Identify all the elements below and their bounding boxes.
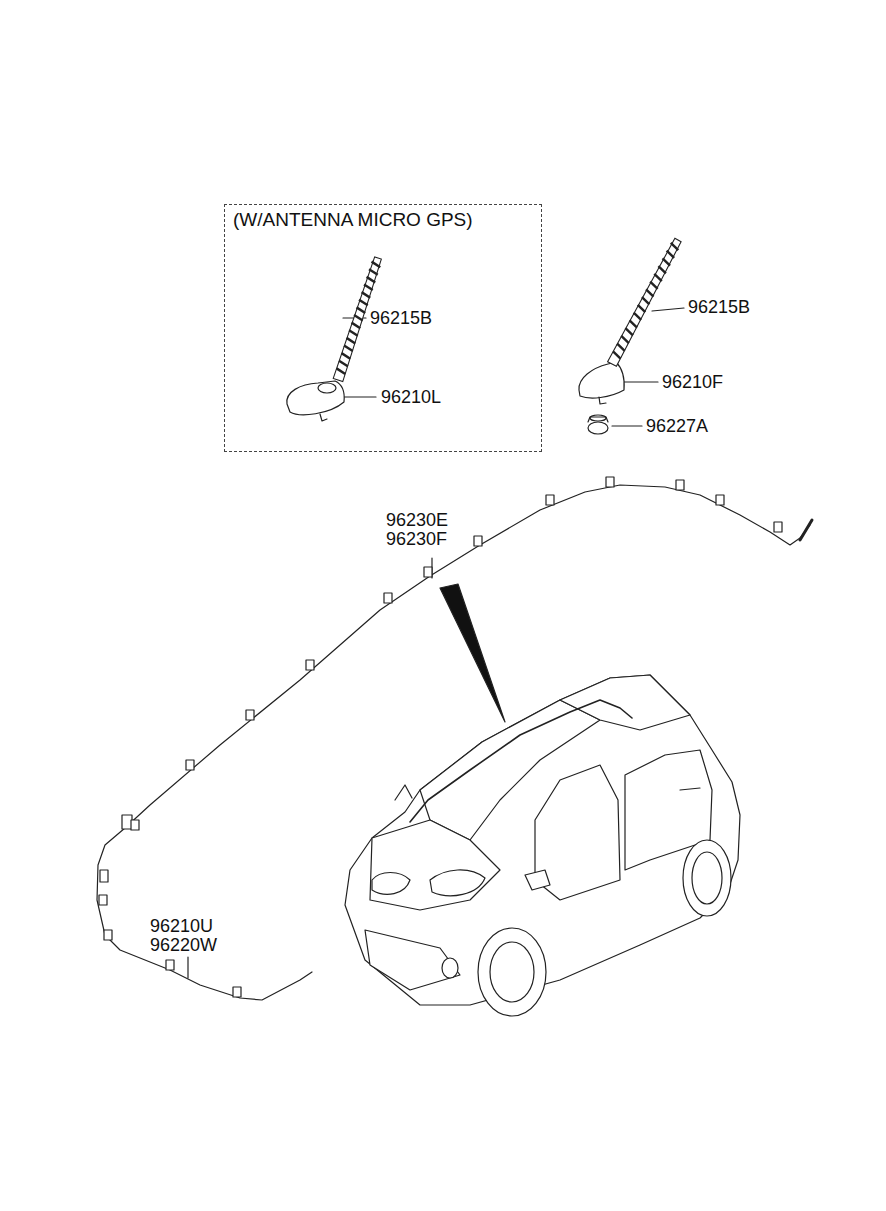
drawing-stroke: [630, 320, 638, 327]
drawing-stroke: [599, 397, 606, 404]
drawing-stroke: [680, 788, 700, 790]
drawing-stroke: [354, 315, 363, 321]
drawing-stroke: [287, 381, 344, 415]
drawing-stroke: [638, 305, 646, 312]
drawing-stroke: [478, 928, 546, 1016]
antenna-base-gps: [287, 381, 344, 421]
drawing-stroke: [344, 346, 353, 352]
part-number: 96210U: [149, 916, 214, 936]
drawing-stroke: [104, 930, 112, 940]
drawing-stroke: [359, 300, 368, 306]
drawing-stroke: [339, 361, 348, 367]
drawing-stroke: [349, 330, 358, 336]
antenna-base: [579, 362, 624, 434]
drawing-stroke: [395, 785, 412, 800]
drawing-stroke: [613, 351, 621, 358]
part-number: 96220W: [149, 935, 218, 955]
drawing-stroke: [590, 415, 606, 421]
drawing-stroke: [233, 987, 241, 997]
drawing-stroke: [369, 269, 378, 275]
drawing-stroke: [579, 362, 624, 398]
drawing-stroke: [347, 338, 356, 344]
car-illustration: [345, 675, 740, 1016]
drawing-stroke: [367, 277, 376, 283]
drawing-stroke: [625, 328, 633, 335]
drawing-stroke: [357, 307, 366, 313]
drawing-stroke: [692, 852, 722, 904]
drawing-stroke: [187, 957, 188, 978]
drawing-stroke: [667, 251, 675, 258]
part-number: 96215B: [687, 297, 751, 317]
drawing-stroke: [634, 313, 642, 320]
drawing-stroke: [318, 383, 336, 393]
drawing-stroke: [100, 870, 108, 882]
drawing-stroke: [716, 495, 724, 505]
drawing-stroke: [384, 593, 392, 603]
drawing-stroke: [320, 414, 327, 421]
drawing-stroke: [774, 522, 782, 532]
drawing-stroke: [99, 895, 107, 905]
drawing-stroke: [186, 760, 194, 770]
drawing-stroke: [800, 520, 812, 540]
drawing-stroke: [430, 870, 485, 896]
drawing-stroke: [608, 238, 682, 366]
drawing-stroke: [131, 820, 139, 830]
part-number: 96230E: [385, 510, 449, 530]
drawing-stroke: [166, 960, 174, 970]
drawing-stroke: [654, 274, 662, 281]
drawing-stroke: [246, 710, 254, 720]
drawing-stroke: [337, 368, 346, 374]
drawing-stroke: [617, 344, 625, 351]
pointer-wedge: [440, 584, 505, 722]
part-number: 96210L: [380, 387, 442, 407]
drawing-stroke: [676, 480, 684, 490]
drawing-stroke: [410, 700, 632, 822]
drawing-stroke: [97, 308, 812, 1016]
drawing-stroke: [365, 930, 460, 990]
drawing-stroke: [588, 422, 608, 434]
part-number: 96230F: [385, 529, 448, 549]
drawing-stroke: [652, 308, 684, 311]
drawing-stroke: [546, 495, 554, 505]
part-number: 96210F: [661, 372, 724, 392]
drawing-stroke: [650, 282, 658, 289]
drawing-stroke: [372, 873, 410, 895]
drawing-stroke: [474, 536, 482, 546]
drawing-stroke: [306, 660, 314, 670]
part-number: 96215B: [369, 308, 433, 328]
part-number: 96227A: [645, 416, 709, 436]
drawing-stroke: [442, 958, 458, 978]
drawing-stroke: [560, 675, 690, 730]
drawing-stroke: [621, 336, 629, 343]
drawing-stroke: [624, 381, 658, 382]
drawing-stroke: [372, 262, 381, 268]
drawing-stroke: [362, 292, 371, 298]
group-heading: (W/ANTENNA MICRO GPS): [225, 205, 481, 235]
antenna-masts: [333, 238, 681, 381]
drawing-stroke: [352, 323, 361, 329]
drawing-stroke: [342, 353, 351, 359]
drawing-stroke: [658, 266, 666, 273]
drawing-stroke: [424, 567, 432, 577]
drawing-stroke: [525, 870, 550, 890]
drawing-stroke: [642, 297, 650, 304]
drawing-stroke: [646, 289, 654, 296]
drawing-stroke: [490, 942, 534, 1002]
drawing-stroke: [343, 396, 376, 397]
drawing-stroke: [612, 425, 642, 426]
drawing-stroke: [683, 840, 731, 916]
leader-lines: [188, 308, 684, 978]
drawing-stroke: [364, 285, 373, 291]
drawing-stroke: [606, 477, 614, 487]
drawing-stroke: [370, 820, 500, 910]
option-group-box: (W/ANTENNA MICRO GPS): [224, 204, 542, 452]
drawing-stroke: [663, 258, 671, 265]
drawing-stroke: [671, 243, 679, 250]
